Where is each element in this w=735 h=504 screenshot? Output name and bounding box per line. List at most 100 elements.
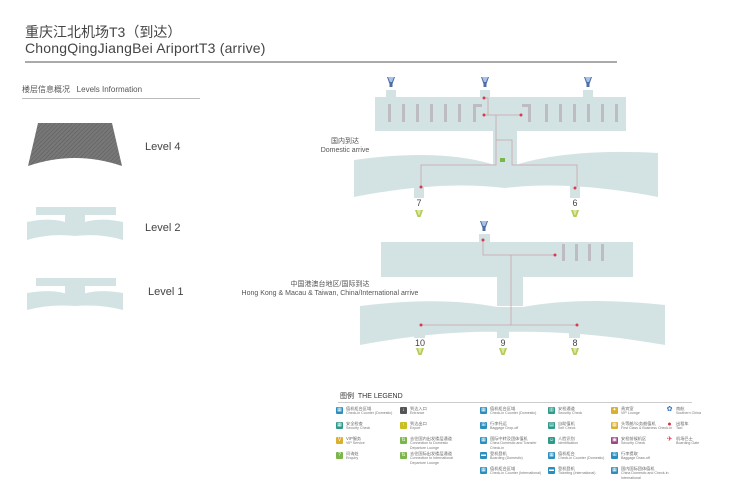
legend-label-zh: 登机登机 <box>490 451 507 456</box>
legend-label-en: Security Check <box>558 411 583 416</box>
legend-icon: ● <box>667 421 672 429</box>
legend-icon: ⇅ <box>400 437 407 444</box>
legend-label-en: Ticketing (International) <box>558 471 596 476</box>
legend-label-zh: 值机柜台 <box>558 451 575 456</box>
legend-icon: ▦ <box>480 467 487 474</box>
gate-6-label: 6 <box>572 198 578 208</box>
legend-label-zh: VIP服务 <box>346 436 362 441</box>
levels-heading: 楼层信息概况 Levels Information <box>22 85 143 94</box>
intl-label-en: Hong Kong & Macau & Taiwan, China/Intern… <box>241 290 419 297</box>
legend-label-zh: 机场巴士 <box>676 436 693 441</box>
legend-label-zh: 国内国际团体值机 <box>621 466 655 471</box>
legend-label-zh: 去往国内出发楼层通道 <box>410 436 452 441</box>
legend-label-zh: 值机柜台区域 <box>346 406 372 411</box>
page-title-zh: 重庆江北机场T3（到达） <box>25 24 182 40</box>
legend-icon: ⊞ <box>480 422 487 429</box>
legend-label-en: Check-in Counter (Domestic) <box>346 411 393 416</box>
legend-icon: ? <box>336 452 343 459</box>
legend-icon: ▦ <box>480 407 487 414</box>
page-title-en: ChongQingJiangBei AriportT3 (arrive) <box>25 40 266 56</box>
title-divider <box>25 61 617 63</box>
legend-label-en: Check-in Counter (International) <box>490 471 542 476</box>
legend-label-en: Check-in Counter (Domestic) <box>490 411 537 416</box>
legend-icon: ↓ <box>400 407 407 414</box>
legend-label-zh: 到达入口 <box>410 406 427 411</box>
domestic-label-en: Domestic arrive <box>320 147 370 154</box>
gate-8-label: 8 <box>572 338 578 348</box>
legend-label-en: Boarding (Domestic) <box>490 456 523 461</box>
legend-label-zh: 行李提取 <box>621 451 638 456</box>
gate-9-label: 9 <box>500 338 506 348</box>
legend-icon: ☺ <box>548 437 555 444</box>
legend-label-zh: 安检前候机区 <box>621 436 647 441</box>
legend-icon: V <box>336 437 343 444</box>
legend-label-zh: 到达出口 <box>410 421 427 426</box>
legend-label-zh: 自助值机 <box>558 421 575 426</box>
legend-label-zh: 去往国际出发楼层通道 <box>410 451 452 456</box>
legend-divider <box>338 402 692 403</box>
legend-label-zh: 安全检查 <box>346 421 363 426</box>
legend-icon: ▦ <box>611 422 618 429</box>
legend-label-zh: 南航 <box>676 406 685 411</box>
legend-icon: ▦ <box>611 467 618 474</box>
legend-label-zh: 行李托运 <box>490 421 507 426</box>
legend-label-zh: 头等舱/公务舱值机 <box>621 421 656 426</box>
legend-label-zh: 值机柜台区域 <box>490 406 516 411</box>
legend-icon: ▦ <box>480 437 487 444</box>
level-2-label: Level 2 <box>145 222 181 234</box>
levels-divider <box>22 98 200 99</box>
legend-icon: ▤ <box>548 422 555 429</box>
legend-icon: ▦ <box>336 407 343 414</box>
legend-icon: ▦ <box>548 452 555 459</box>
domestic-label-zh: 国内到达 <box>331 138 359 145</box>
legend-label-zh: 贵宾室 <box>621 406 634 411</box>
legend-label-zh: 安检通道 <box>558 406 575 411</box>
legend-icon: ✿ <box>666 406 673 414</box>
legend-label-en: Taxi <box>676 426 683 431</box>
level-1-label: Level 1 <box>148 286 184 298</box>
domestic-plan <box>354 77 658 217</box>
domestic-arrive-label: 国内到达 Domestic arrive <box>300 137 390 155</box>
legend-icon: ▬ <box>548 467 555 474</box>
legend-icon: ✈ <box>666 436 673 444</box>
legend-label-en: Self Check <box>558 426 576 431</box>
legend-title: 图例 THE LEGEND <box>340 393 403 400</box>
international-plan <box>360 221 665 355</box>
legend-label-en: China Domestic and Transfer Check-in <box>490 441 537 450</box>
legend-label-en: Connection to International Departure Lo… <box>410 456 453 465</box>
international-arrive-label: 中国港澳台地区/国际到达 Hong Kong & Macau & Taiwan,… <box>225 280 435 298</box>
legend-icon: ⇅ <box>400 452 407 459</box>
legend-label-en: Security Check <box>346 426 371 431</box>
